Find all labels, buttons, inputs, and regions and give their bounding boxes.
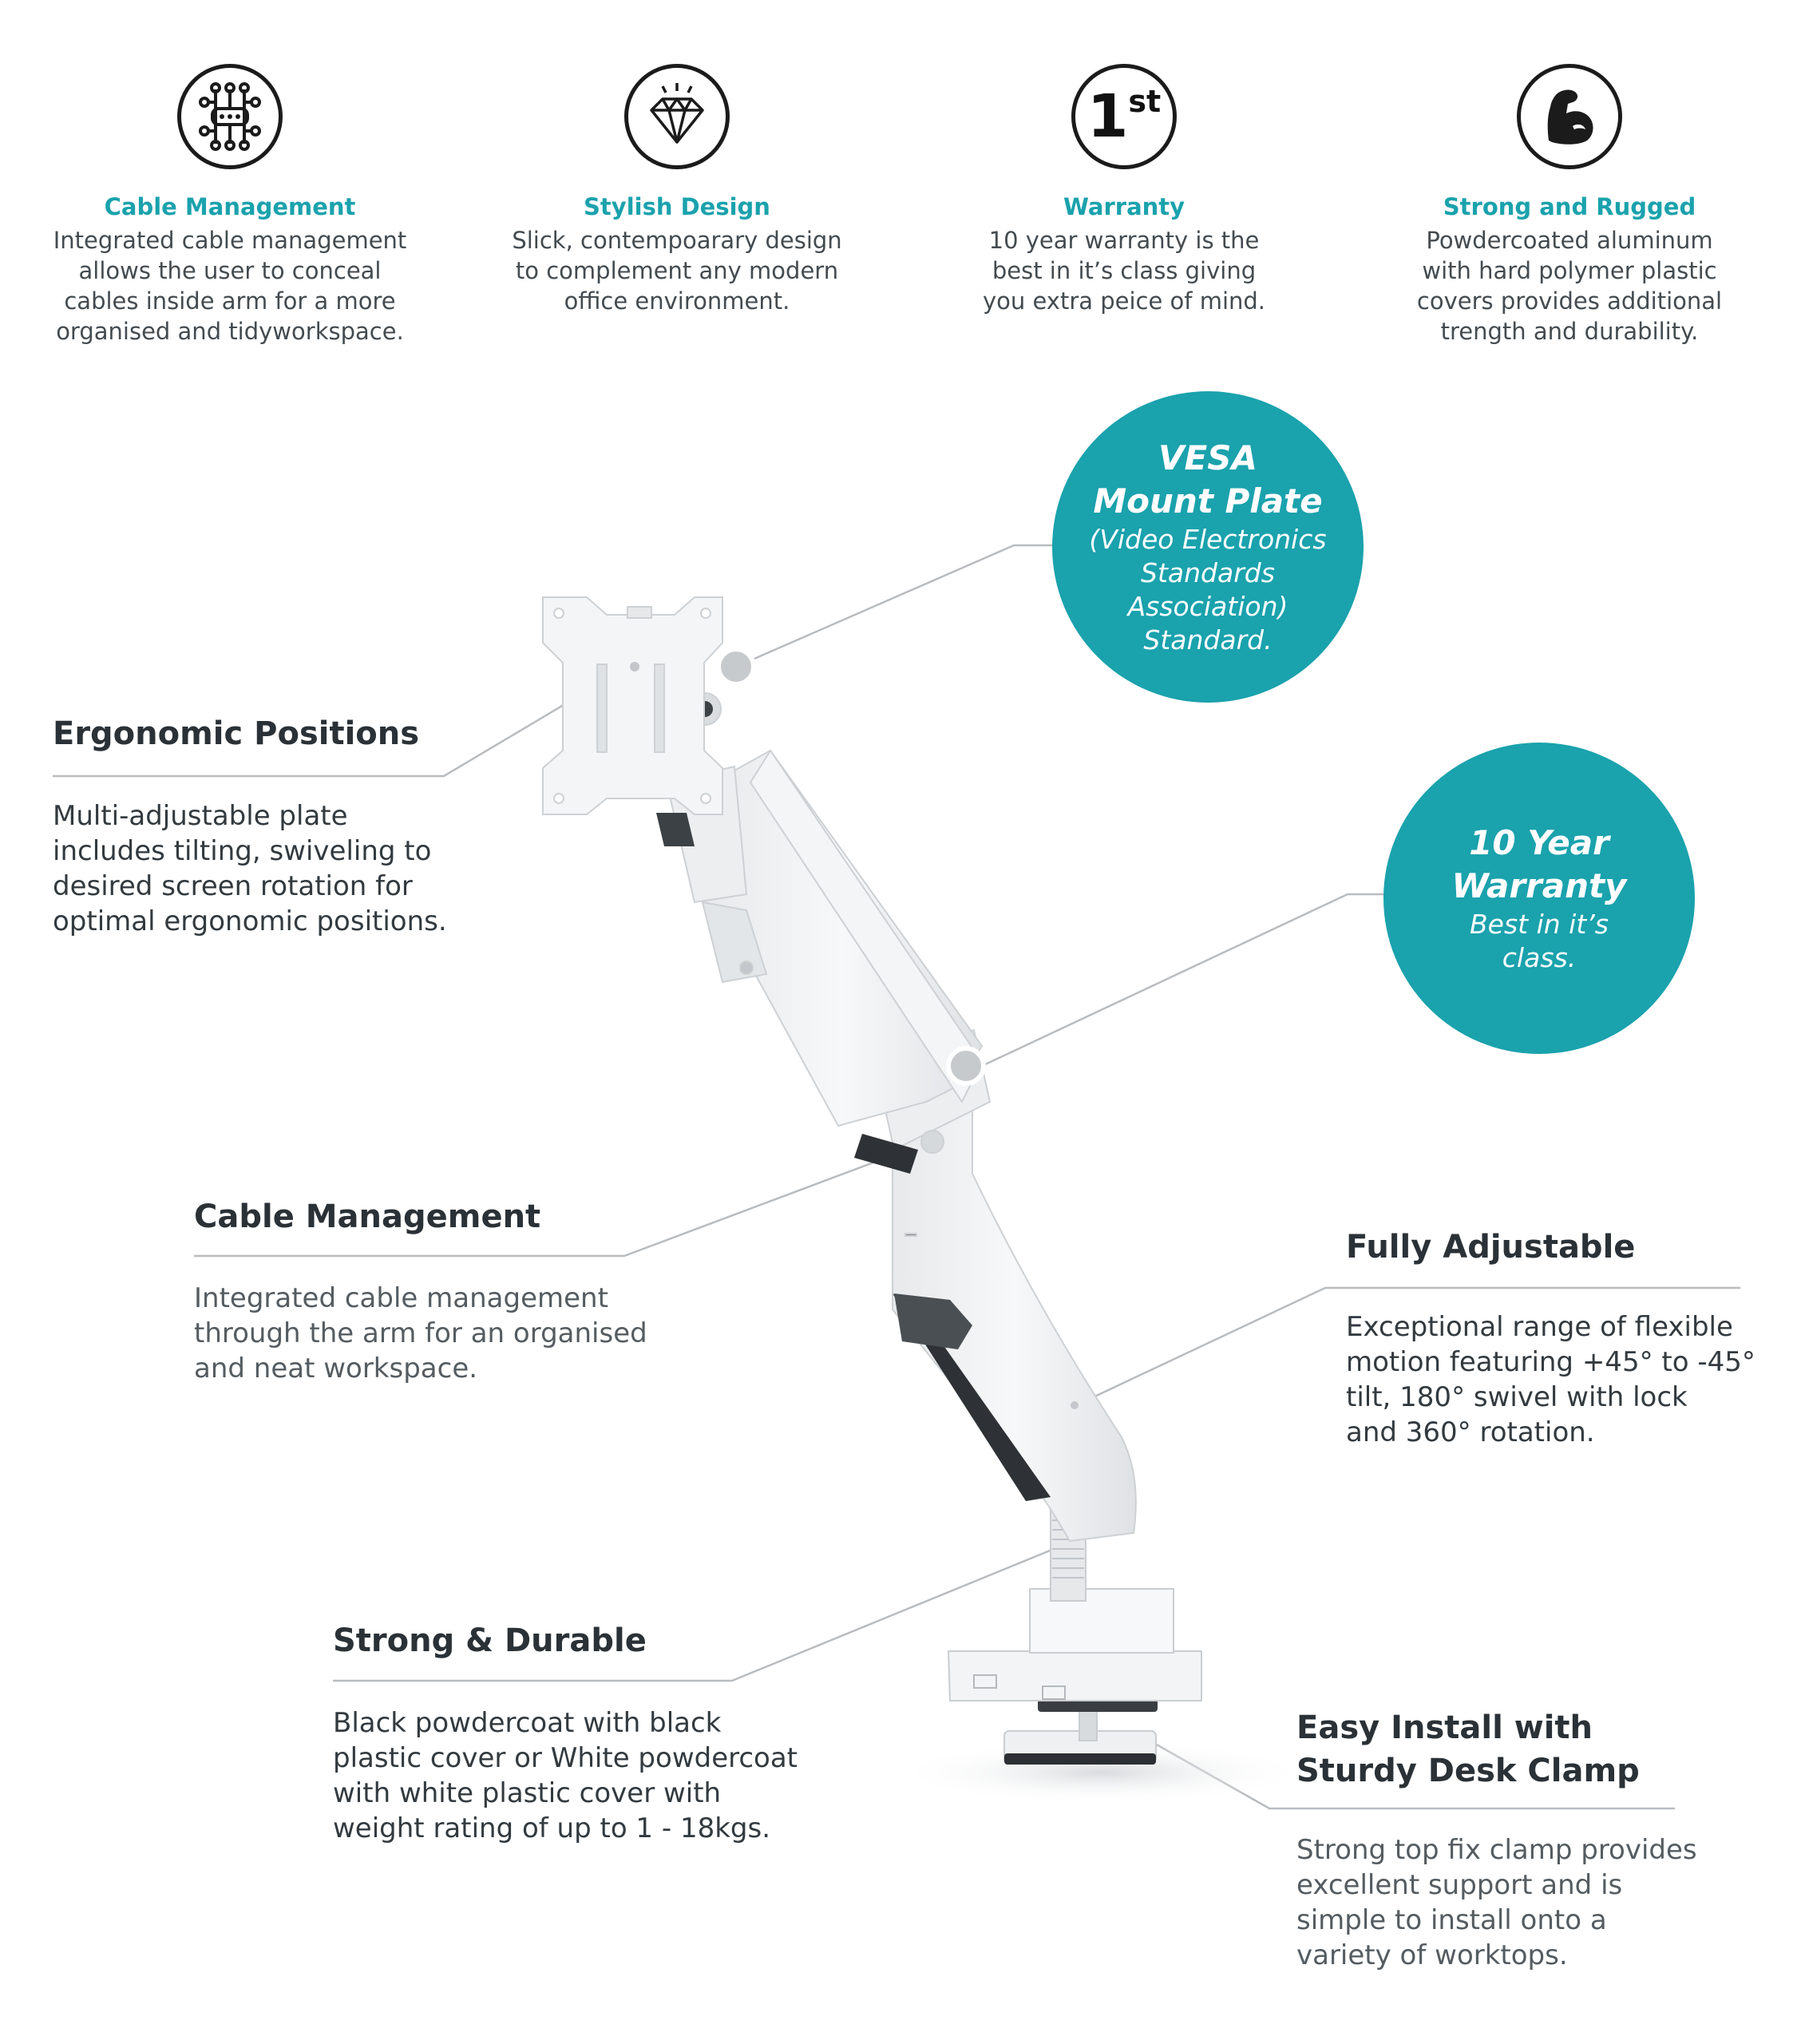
callout-dots <box>716 647 986 1086</box>
vesa-plate <box>542 596 723 815</box>
first-place-number: 1 <box>1087 82 1129 151</box>
leader-line-cable <box>194 1156 887 1258</box>
vesa-bubble: VESA Mount Plate (Video Electronics Stan… <box>1052 391 1364 703</box>
feature-description: Slick, contempoarary design to complemen… <box>512 227 842 315</box>
feature-title: Strong and Rugged <box>1443 193 1696 220</box>
warranty-bubble-subtext: Best in it’s class. <box>1470 909 1609 973</box>
callout-desc-ergonomic: Multi-adjustable plate includes tilting,… <box>53 800 447 937</box>
feature-description: Powdercoated aluminum with hard polymer … <box>1416 227 1723 345</box>
leader-line-adjustable <box>1075 1286 1740 1407</box>
feature-warranty: 1st Warranty 10 year warranty is the bes… <box>900 64 1348 316</box>
callout-title-ergonomic: Ergonomic Positions <box>53 715 420 752</box>
leader-line-vesa <box>735 544 1054 668</box>
callout-title-durable: Strong & Durable <box>333 1622 647 1659</box>
first-place-icon: 1st <box>1071 64 1177 169</box>
warranty-bubble-heading: 10 Year Warranty <box>1451 823 1627 905</box>
feature-title: Stylish Design <box>584 193 770 220</box>
feature-title: Cable Management <box>104 193 356 220</box>
feature-description: 10 year warranty is the best in it’s cla… <box>982 227 1266 315</box>
feature-cable-management: Cable Management Integrated cable manage… <box>6 64 453 347</box>
callout-title-cable: Cable Management <box>194 1198 541 1235</box>
feature-strong-rugged: Strong and Rugged Powdercoated aluminum … <box>1346 64 1793 347</box>
callout-desc-adjustable: Exceptional range of flexible motion fea… <box>1346 1311 1755 1448</box>
callout-dot-vesa <box>716 647 756 687</box>
vesa-bubble-heading: VESA Mount Plate <box>1093 438 1323 521</box>
callout-title-adjustable: Fully Adjustable <box>1346 1229 1636 1266</box>
leader-line-durable <box>333 1547 1055 1682</box>
diamond-icon <box>624 64 730 169</box>
flexed-arm-icon <box>1517 64 1622 169</box>
callout-desc-durable: Black powdercoat with black plastic cove… <box>333 1707 798 1844</box>
lower-arm <box>892 1101 1137 1543</box>
callout-desc-install: Strong top fix clamp provides excellent … <box>1296 1834 1697 1971</box>
callout-dot-warranty <box>946 1046 986 1086</box>
upper-arm <box>701 749 984 1127</box>
callout-desc-cable: Integrated cable management through the … <box>194 1282 647 1384</box>
leader-line-warranty <box>981 893 1385 1068</box>
feature-title: Warranty <box>1063 193 1185 220</box>
feature-description: Integrated cable management allows the u… <box>53 227 407 345</box>
cable-management-icon <box>177 64 283 169</box>
desk-clamp <box>947 1588 1202 1765</box>
feature-stylish-design: Stylish Design Slick, contempoarary desi… <box>453 64 900 316</box>
vesa-bubble-subtext: (Video Electronics Standards Association… <box>1089 524 1327 656</box>
callout-title-install: Easy Install with Sturdy Desk Clamp <box>1296 1709 1640 1789</box>
warranty-bubble: 10 Year Warranty Best in it’s class. <box>1383 743 1695 1054</box>
first-place-suffix: st <box>1128 84 1162 119</box>
